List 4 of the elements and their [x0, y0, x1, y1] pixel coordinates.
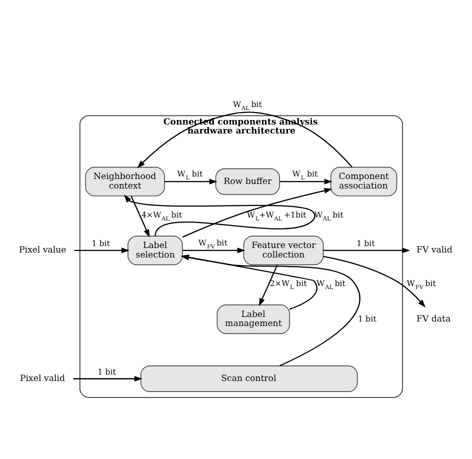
node-text: FV valid	[416, 245, 452, 256]
node-text: Pixel valid	[20, 373, 65, 384]
node-text: Pixel value	[18, 245, 66, 256]
node-text: FV data	[416, 314, 451, 324]
